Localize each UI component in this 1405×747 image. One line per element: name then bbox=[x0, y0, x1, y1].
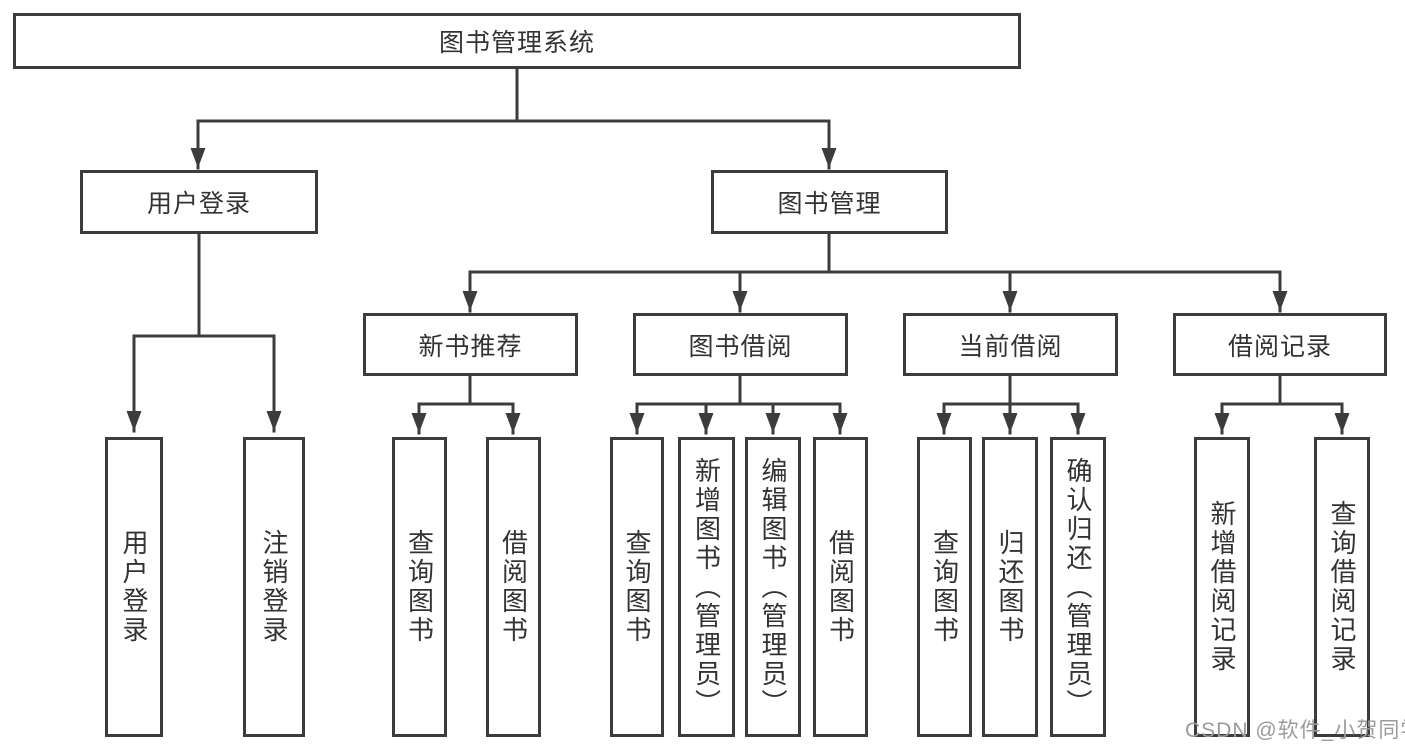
leaf-confirm-return-admin: 确认归还（管理员） bbox=[1050, 437, 1106, 737]
leaf-query-books-borrowing: 查询图书 bbox=[610, 437, 664, 737]
node-library-management-system: 图书管理系统 bbox=[13, 13, 1021, 69]
node-book-management: 图书管理 bbox=[711, 170, 948, 234]
leaf-query-books-recommend: 查询图书 bbox=[392, 437, 447, 737]
leaf-user-login: 用户登录 bbox=[105, 437, 163, 737]
csdn-watermark: CSDN @软件_小贺同学 bbox=[1185, 719, 1405, 742]
leaf-query-books-current: 查询图书 bbox=[917, 437, 972, 737]
leaf-query-borrow-record: 查询借阅记录 bbox=[1314, 437, 1370, 737]
node-new-book-recommendation: 新书推荐 bbox=[363, 313, 578, 376]
leaf-borrow-books-borrowing: 借阅图书 bbox=[813, 437, 868, 737]
node-user-login: 用户登录 bbox=[80, 170, 318, 234]
leaf-add-books-admin: 新增图书（管理员） bbox=[678, 437, 735, 737]
leaf-return-books: 归还图书 bbox=[982, 437, 1038, 737]
leaf-logout-login: 注销登录 bbox=[243, 437, 305, 737]
leaf-borrow-books-recommend: 借阅图书 bbox=[486, 437, 541, 737]
node-borrowing-records: 借阅记录 bbox=[1173, 313, 1387, 376]
leaf-edit-books-admin: 编辑图书（管理员） bbox=[745, 437, 801, 737]
node-book-borrowing: 图书借阅 bbox=[633, 313, 848, 376]
leaf-add-borrow-record: 新增借阅记录 bbox=[1194, 437, 1250, 737]
node-current-borrowing: 当前借阅 bbox=[903, 313, 1118, 376]
